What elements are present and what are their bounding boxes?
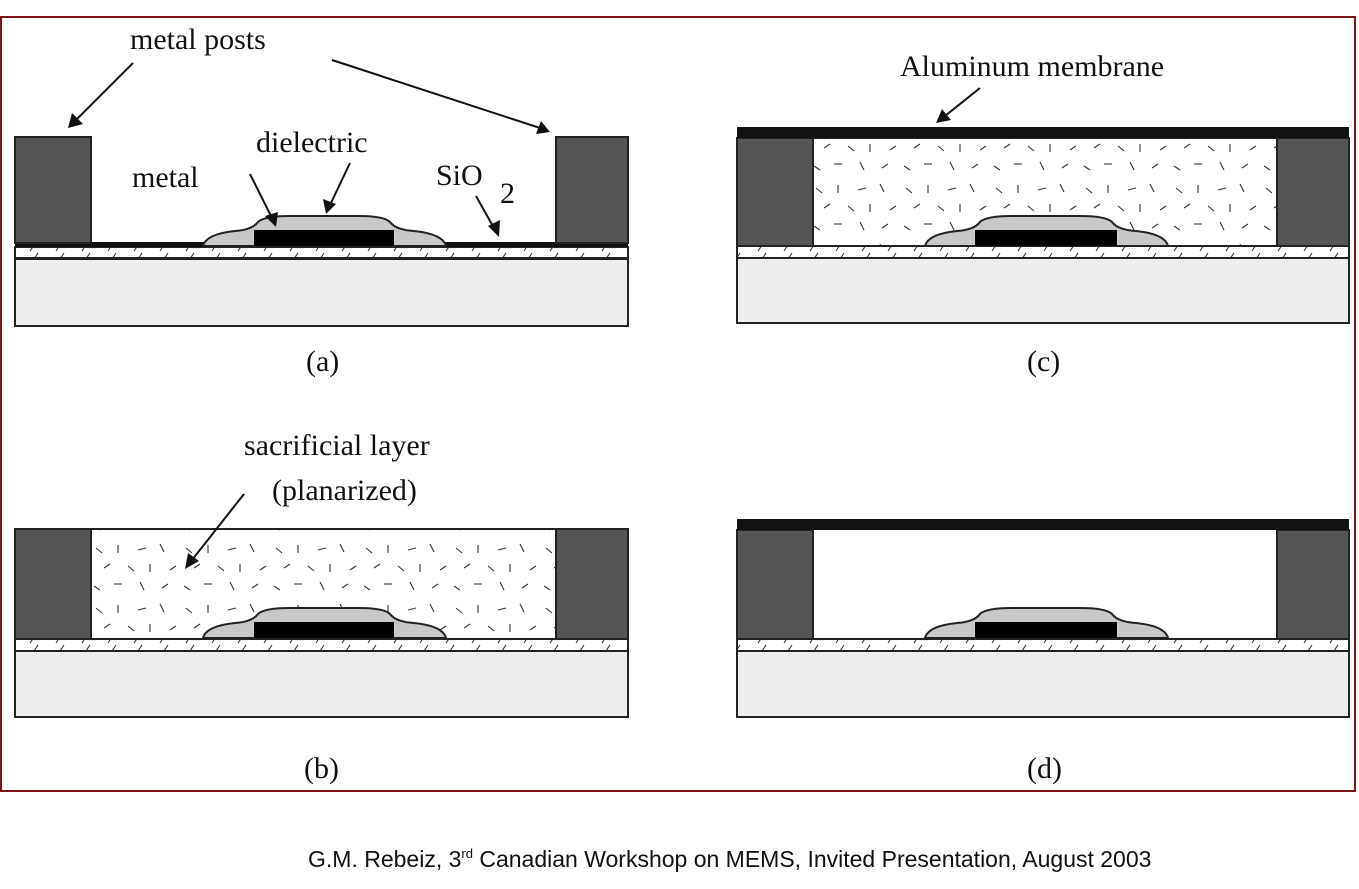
substrate (736, 257, 1350, 324)
arrow-metal-posts-right (331, 59, 541, 129)
metal-post-left (736, 137, 814, 247)
arrowhead (68, 113, 83, 128)
label-metal-posts: metal posts (130, 23, 266, 56)
label-dielectric: dielectric (256, 126, 368, 159)
panel-c: Aluminum membrane (c) (736, 50, 1350, 378)
label-sio2-subscript: 2 (500, 177, 515, 210)
label-metal: metal (132, 161, 199, 194)
arrow-dielectric (329, 162, 351, 206)
sio2-layer (736, 638, 1350, 652)
panel-a: metal posts dielectric metal SiO 2 (a) (14, 23, 629, 378)
sio2-layer (14, 246, 629, 260)
substrate (736, 650, 1350, 718)
substrate (14, 650, 629, 718)
arrowhead (536, 121, 550, 134)
arrow-sacrificial (191, 493, 245, 561)
substrate (14, 257, 629, 327)
sio2-layer (736, 245, 1350, 259)
caption-d: (d) (1027, 752, 1062, 785)
metal-post-right (555, 136, 629, 244)
signal-metal (975, 622, 1117, 638)
arrowhead (936, 109, 951, 123)
arrowhead (323, 199, 336, 214)
metal-post-left (14, 136, 92, 244)
arrow-metal (249, 173, 273, 219)
label-sacrificial-layer: sacrificial layer (244, 429, 430, 462)
arrow-sio2 (475, 195, 495, 229)
metal-post-right (555, 528, 629, 640)
arrow-aluminum-membrane (944, 87, 981, 117)
caption-c: (c) (1027, 345, 1060, 378)
aluminum-membrane (737, 127, 1349, 138)
label-sio2: SiO (436, 159, 483, 192)
arrowhead (265, 212, 278, 227)
metal-post-left (14, 528, 92, 640)
aluminum-membrane (737, 519, 1349, 530)
arrow-metal-posts-left (74, 62, 134, 122)
arrowhead (488, 220, 500, 237)
label-aluminum-membrane: Aluminum membrane (900, 50, 1164, 83)
signal-metal (254, 622, 394, 638)
metal-post-right (1276, 137, 1350, 247)
metal-post-left (736, 529, 814, 640)
credit-text-end: Canadian Workshop on MEMS, Invited Prese… (472, 846, 1152, 872)
signal-metal (254, 230, 394, 246)
credit-text-start: G.M. Rebeiz, 3 (308, 846, 462, 872)
credit-line: G.M. Rebeiz, 3rd Canadian Workshop on ME… (308, 846, 1151, 873)
panel-d: (d) (736, 519, 1350, 785)
mems-fabrication-diagram: metal posts dielectric metal SiO 2 (a) (14, 23, 1350, 785)
caption-a: (a) (306, 345, 339, 378)
metal-post-right (1276, 529, 1350, 640)
label-planarized: (planarized) (272, 474, 417, 507)
caption-b: (b) (304, 752, 339, 785)
signal-metal (975, 230, 1117, 246)
figure-frame (0, 16, 1356, 792)
panel-b: sacrificial layer (planarized) (b) (14, 429, 629, 785)
sio2-layer (14, 638, 629, 652)
arrowhead (185, 553, 199, 569)
credit-superscript: rd (461, 846, 473, 861)
